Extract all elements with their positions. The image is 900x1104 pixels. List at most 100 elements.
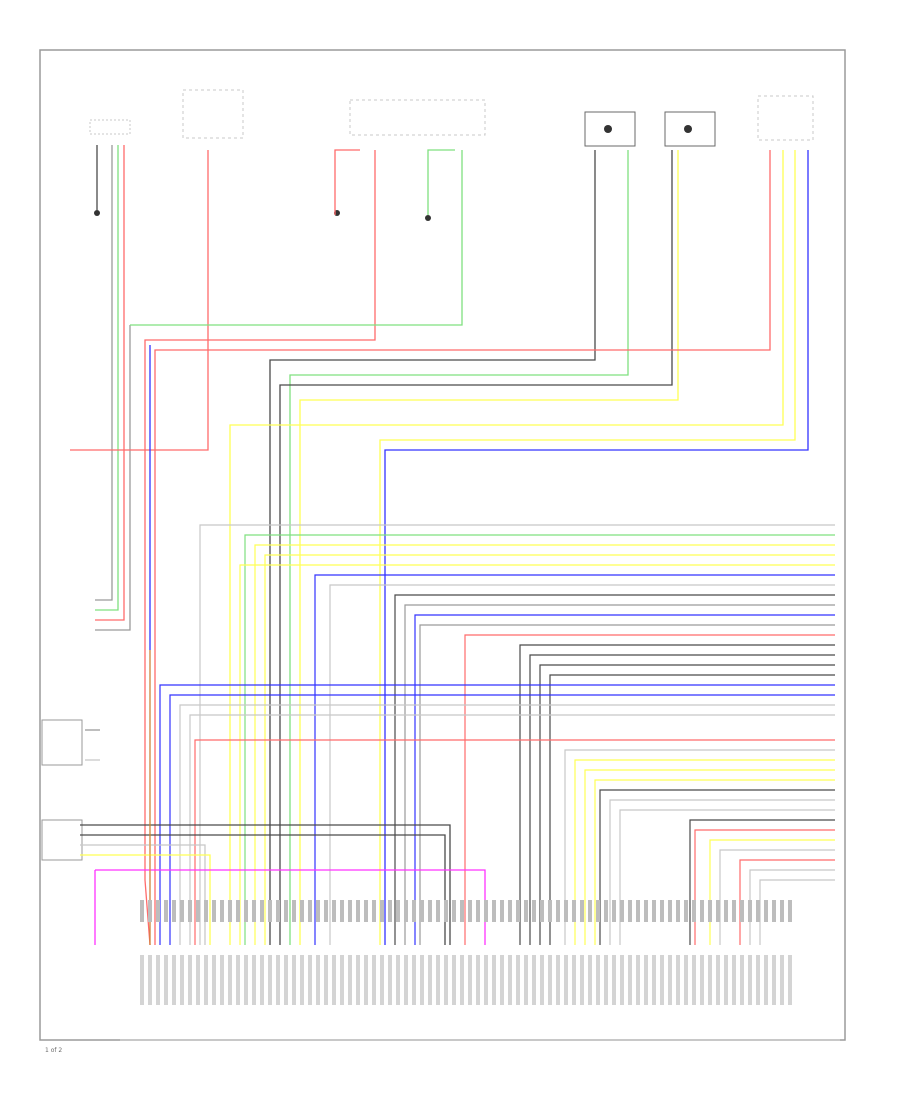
ecu-pin-36 [420,900,424,922]
ecu-pin-label-31 [380,955,384,1005]
ecu-pin-42 [468,900,472,922]
ecu-pin-57 [588,900,592,922]
wire-38 [179,704,835,945]
ecu-pin-13 [236,900,240,922]
ecu-pin-29 [364,900,368,922]
ecu-pin-label-13 [236,955,240,1005]
ecu-pin-label-23 [316,955,320,1005]
ecu-pin-34 [404,900,408,922]
wire-22 [254,544,835,945]
ecu-pin-label-21 [300,955,304,1005]
ecu-pin-17 [268,900,272,922]
wire-31 [464,634,835,945]
ecu-pin-43 [476,900,480,922]
wire-28 [404,604,835,945]
ecu-pin-label-44 [484,955,488,1005]
ecu-pin-53 [556,900,560,922]
footer-page-label: 1 of 2 [45,1047,62,1054]
ecu-pin-47 [508,900,512,922]
wire-18 [384,150,809,945]
ecu-pin-60 [612,900,616,922]
ecu-pin-label-2 [148,955,152,1005]
ecu-pin-label-35 [412,955,416,1005]
ecu-pin-72 [708,900,712,922]
ecu-pin-label-30 [372,955,376,1005]
ecu-pin-label-3 [156,955,160,1005]
wire-13 [279,150,673,945]
ecu-pin-label-43 [476,955,480,1005]
ecu-pin-78 [756,900,760,922]
wire-11 [269,150,596,945]
ecu-pin-label-81 [780,955,784,1005]
ecu-pin-79 [764,900,768,922]
ecu-pin-label-46 [500,955,504,1005]
ecu-pin-55 [572,900,576,922]
ecu-pin-label-59 [604,955,608,1005]
ecu-pin-label-54 [564,955,568,1005]
ecu-pin-77 [748,900,752,922]
ecu-pin-label-66 [660,955,664,1005]
ecu-pin-label-45 [492,955,496,1005]
ecu-pin-74 [724,900,728,922]
ecu-pin-label-63 [636,955,640,1005]
ecu-pin-label-29 [364,955,368,1005]
ecu-pin-19 [284,900,288,922]
ecu-pin-label-41 [460,955,464,1005]
ecu-pin-63 [636,900,640,922]
ecu-pin-26 [340,900,344,922]
ecu-pin-25 [332,900,336,922]
ecu-pin-12 [228,900,232,922]
ecu-pin-label-26 [340,955,344,1005]
wire-2 [95,145,113,601]
wire-15 [154,150,771,945]
ecu-pin-label-12 [228,955,232,1005]
wire-49 [694,829,835,945]
switch-icon-1 [604,125,612,133]
ecu-pin-label-49 [524,955,528,1005]
ecu-pin-66 [660,900,664,922]
ecu-pin-50 [532,900,536,922]
top-left-sensor [89,119,131,135]
wire-25 [314,574,835,945]
ecu-pin-61 [620,900,624,922]
ecu-pin-label-77 [748,955,752,1005]
ecu-pin-7 [188,900,192,922]
ecu-pin-label-60 [612,955,616,1005]
ecu-pin-21 [300,900,304,922]
ecu-pin-label-65 [652,955,656,1005]
ecu-pin-label-47 [508,955,512,1005]
ecu-pin-label-9 [204,955,208,1005]
wire-9 [427,149,455,215]
ecu-pin-15 [252,900,256,922]
ecu-pin-label-55 [572,955,576,1005]
switch-box-2 [664,111,716,147]
ecu-pin-1 [140,900,144,922]
wire-40 [194,739,835,945]
ecu-pin-label-27 [348,955,352,1005]
ecu-pin-label-39 [444,955,448,1005]
ecu-pin-block [140,900,792,1005]
ecu-pin-24 [324,900,328,922]
wire-44 [594,779,835,945]
ecu-pin-label-18 [276,955,280,1005]
wire-24 [239,564,835,945]
wire-6 [70,150,209,451]
ecu-pin-32 [388,900,392,922]
ecu-pin-label-25 [332,955,336,1005]
wire-46 [609,799,835,945]
ecu-pin-label-11 [220,955,224,1005]
ecu-pin-label-72 [708,955,712,1005]
ecu-pin-label-80 [772,955,776,1005]
switch-box-1 [584,111,636,147]
ecu-pin-label-70 [692,955,696,1005]
ecu-pin-14 [244,900,248,922]
ecu-pin-label-1 [140,955,144,1005]
ecu-pin-label-50 [532,955,536,1005]
wire-23 [264,554,835,945]
ecu-pin-label-73 [716,955,720,1005]
relay-box-2 [349,99,486,136]
wire-34 [539,664,835,945]
ecu-pin-label-33 [396,955,400,1005]
